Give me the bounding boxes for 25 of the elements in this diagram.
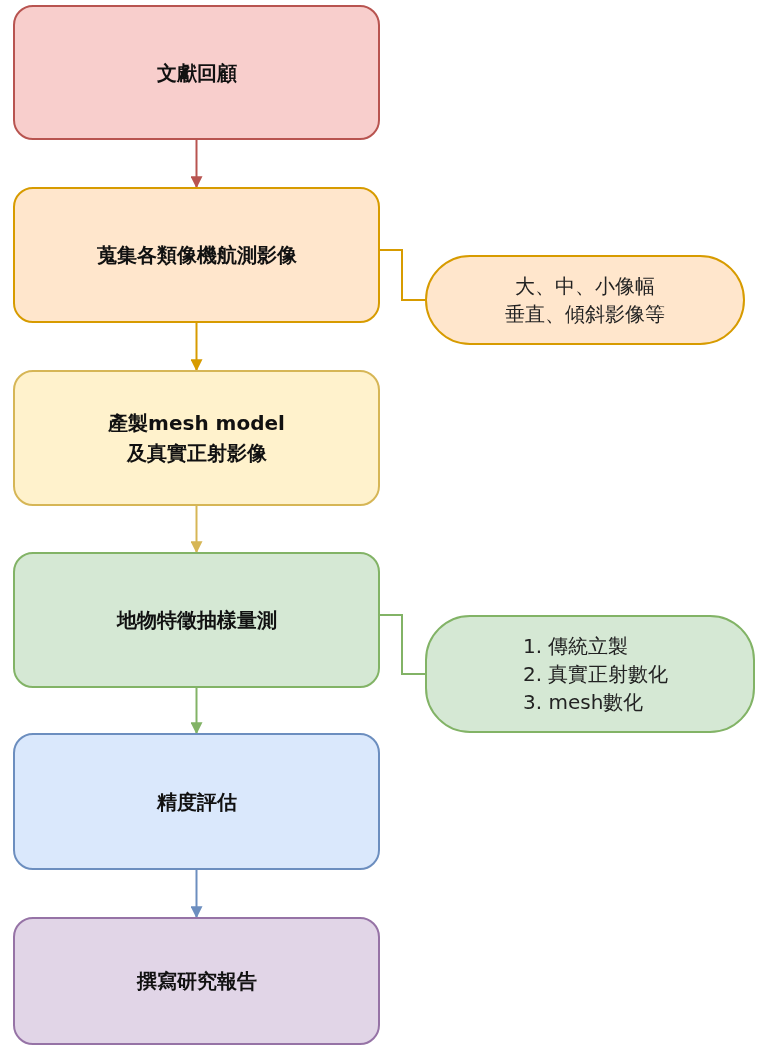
arrow bbox=[190, 322, 203, 372]
note-pill bbox=[425, 615, 755, 733]
arrow bbox=[190, 687, 203, 735]
list-item: 2. 真實正射數化 bbox=[523, 661, 669, 688]
process-box bbox=[13, 733, 380, 870]
arrow bbox=[190, 139, 203, 189]
list-item: 3. mesh數化 bbox=[523, 689, 644, 716]
connector-line bbox=[379, 614, 426, 675]
step-label: 地物特徵抽樣量測 bbox=[116, 607, 277, 634]
list-item: 1. 傳統立製 bbox=[523, 633, 629, 660]
arrow bbox=[190, 869, 203, 919]
step-label: 產製mesh model及真實正射影像 bbox=[107, 410, 286, 467]
process-box bbox=[13, 917, 380, 1045]
note-text: 垂直、傾斜影像等 bbox=[505, 301, 665, 328]
connector-line bbox=[379, 249, 426, 301]
step-label: 蒐集各類像機航測影像 bbox=[96, 242, 297, 269]
arrow bbox=[190, 505, 203, 554]
process-box bbox=[13, 552, 380, 688]
process-box bbox=[13, 5, 380, 140]
step-label: 撰寫研究報告 bbox=[136, 968, 257, 995]
note-text: 大、中、小像幅 bbox=[515, 273, 655, 300]
step-label: 文獻回顧 bbox=[156, 59, 237, 87]
step-label: 精度評估 bbox=[156, 788, 237, 816]
process-box bbox=[13, 187, 380, 323]
process-box bbox=[13, 370, 380, 506]
